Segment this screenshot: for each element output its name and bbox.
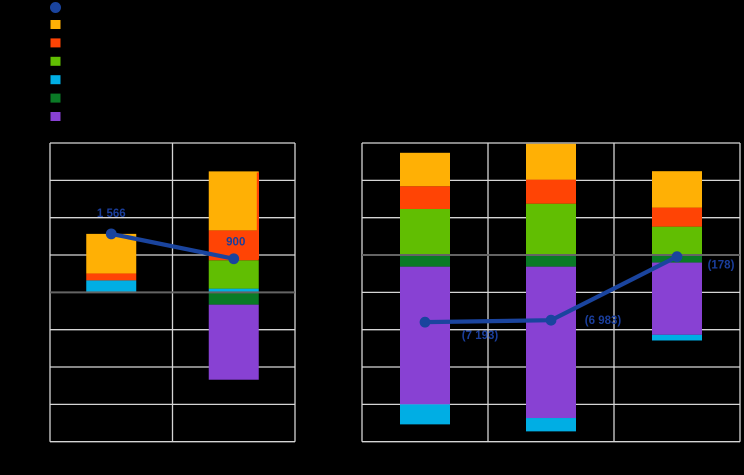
bar-segment-orange_red [400,186,450,209]
purple-series-marker-icon [50,112,61,121]
bar-segment-dark_green [208,292,259,305]
cyan-series-marker-icon [50,75,61,85]
net-total-line-marker [419,316,431,328]
gold-series-marker-icon [50,20,61,29]
bar-segment-cyan [208,288,259,293]
bar-segment-gold [400,152,450,187]
bar-segment-cyan [400,404,450,425]
net-total-data-label: 1 566 [97,208,126,220]
net-total-line-marker [228,253,240,265]
bar-segment-cyan [86,280,137,293]
bar-segment-green [400,208,450,256]
bar-segment-gold [208,171,259,231]
bar-segment-green [526,203,576,256]
bar-segment-green [208,260,259,289]
bar-segment-orange_red [86,273,137,281]
bar-segment-green [652,226,702,256]
bar-segment-gold [652,171,702,208]
net-total-line-marker [105,228,117,240]
bar-segment-gold [86,233,137,274]
bar-segment-orange_red [526,179,576,204]
bar-segment-gold [526,143,576,180]
bar-segment-orange_red [652,207,702,227]
bar-segment-dark_green [400,255,450,267]
dark-green-series-marker-icon [50,93,61,103]
net-total-line [109,231,236,261]
net-total-data-label: (6 983) [585,315,622,327]
net-total-line-marker [671,251,683,263]
bar-segment-purple [208,304,259,380]
net-total-data-label: (7 193) [462,330,499,342]
net-total-data-label: 900 [226,237,245,249]
bar-segment-cyan [652,334,702,341]
bar-segment-cyan [526,418,576,432]
bar-segment-purple [652,262,702,335]
orange-red-series-marker-icon [50,38,61,48]
green-series-marker-icon [50,56,61,66]
bar-segment-purple [526,266,576,419]
net-total-line-marker [545,314,557,326]
net-total-line-marker-icon [50,2,61,13]
bar-segment-purple [400,266,450,405]
bar-edge-stripe [256,172,259,259]
bar-segment-dark_green [526,255,576,267]
net-total-data-label: (178) [708,260,735,272]
